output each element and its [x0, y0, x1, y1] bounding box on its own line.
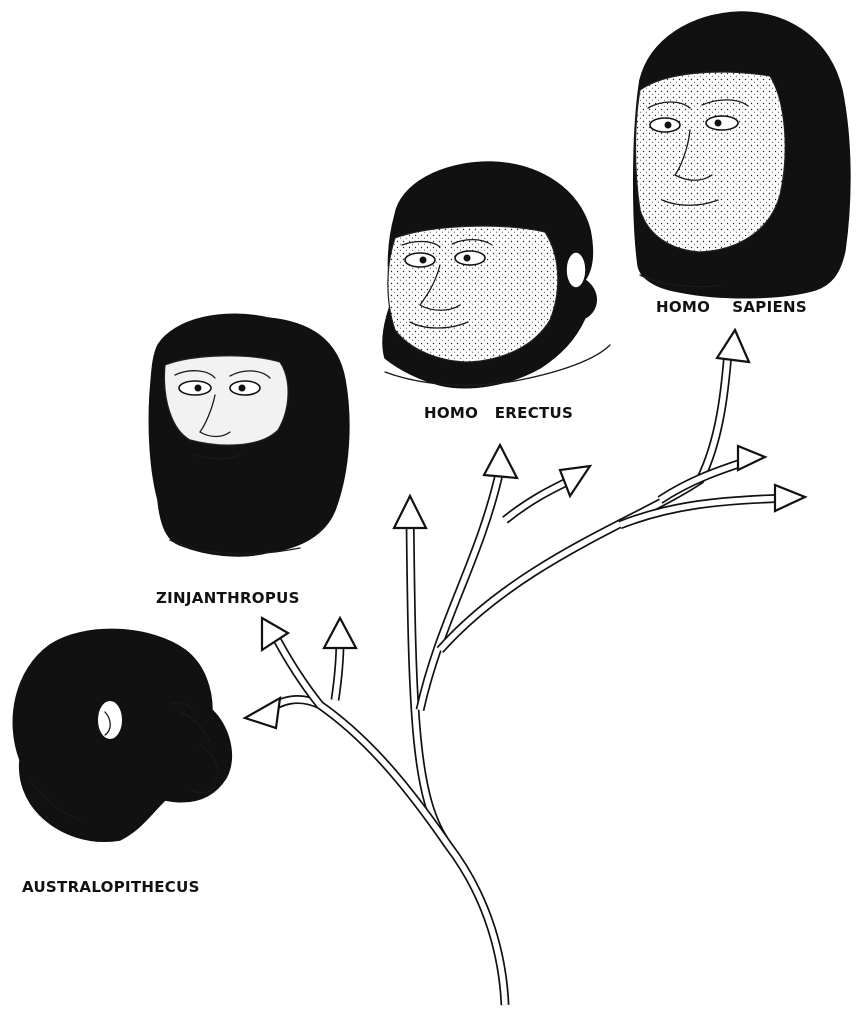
- label-homo-sapiens: HOMO SAPIENS: [656, 298, 807, 316]
- zinjanthropus-portrait: [149, 314, 349, 556]
- australopithecus-portrait: [13, 629, 231, 841]
- arrow-homo-sapiens: [717, 330, 749, 362]
- arrow-sapiens-side-a: [738, 446, 765, 470]
- homo-erectus-portrait: [383, 162, 610, 388]
- label-australopithecus: AUSTRALOPITHECUS: [22, 878, 200, 896]
- label-zinjanthropus: ZINJANTHROPUS: [156, 589, 300, 607]
- arrow-trunk-top: [394, 496, 426, 528]
- homo-sapiens-portrait: [634, 12, 850, 298]
- arrow-homo-erectus: [484, 445, 517, 478]
- label-homo-erectus: HOMO ERECTUS: [424, 404, 573, 422]
- arrow-erectus-side: [560, 466, 590, 496]
- arrow-australopithecus: [245, 698, 280, 728]
- arrow-zinjanthropus-b: [324, 618, 356, 648]
- arrow-sapiens-side-b: [775, 485, 805, 511]
